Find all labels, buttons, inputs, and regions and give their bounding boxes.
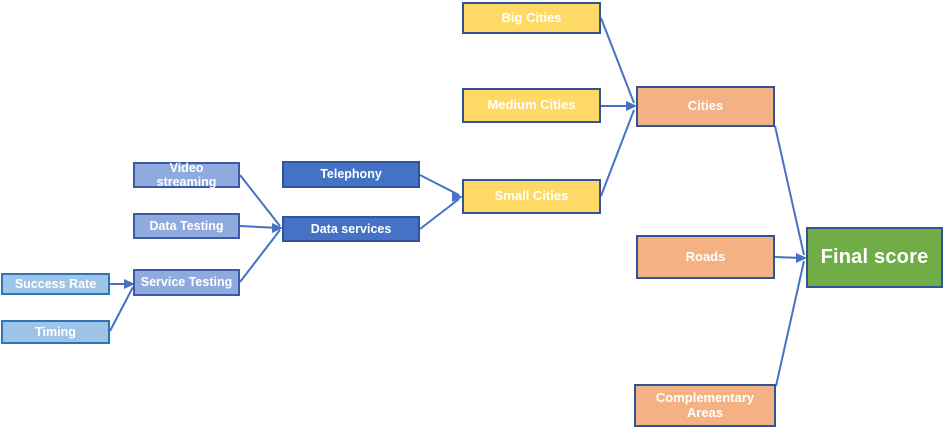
edge-line	[774, 125, 805, 256]
node-complementary-areas: Complementary Areas	[634, 384, 776, 427]
edge-line	[600, 17, 635, 104]
node-label: Cities	[687, 98, 724, 114]
node-label: Complementary Areas	[655, 389, 755, 420]
node-data-services: Data services	[282, 216, 420, 242]
edge-line	[419, 198, 460, 230]
edge-line	[775, 260, 805, 387]
node-small-cities: Small Cities	[462, 179, 601, 214]
node-label: Final score	[820, 246, 929, 268]
node-label: Video streaming	[156, 160, 217, 189]
node-label: Timing	[35, 324, 76, 339]
node-timing: Timing	[1, 320, 110, 344]
node-final-score: Final score	[806, 227, 943, 288]
node-success-rate: Success Rate	[1, 273, 110, 295]
node-label: Roads	[685, 248, 726, 264]
node-label: Big Cities	[501, 9, 562, 25]
node-data-testing: Data Testing	[133, 213, 240, 239]
node-medium-cities: Medium Cities	[462, 88, 601, 123]
node-big-cities: Big Cities	[462, 2, 601, 34]
edge-line	[600, 109, 635, 197]
edge-line	[239, 229, 281, 283]
node-label: Small Cities	[494, 188, 569, 204]
node-label: Success Rate	[14, 276, 97, 291]
edge-line	[774, 256, 803, 259]
node-service-testing: Service Testing	[133, 269, 240, 296]
node-video-streaming: Video streaming	[133, 160, 240, 189]
edge-line	[109, 286, 134, 332]
node-label: Medium Cities	[487, 97, 576, 113]
node-label: Telephony	[320, 167, 382, 182]
node-cities: Cities	[636, 86, 775, 127]
node-label: Data Testing	[149, 218, 224, 233]
node-telephony: Telephony	[282, 161, 420, 188]
node-roads: Roads	[636, 235, 775, 279]
edge-line	[419, 174, 460, 196]
node-label: Data services	[310, 221, 392, 236]
node-label: Service Testing	[140, 275, 233, 290]
edge-line	[239, 225, 280, 229]
edge-line	[239, 174, 281, 227]
